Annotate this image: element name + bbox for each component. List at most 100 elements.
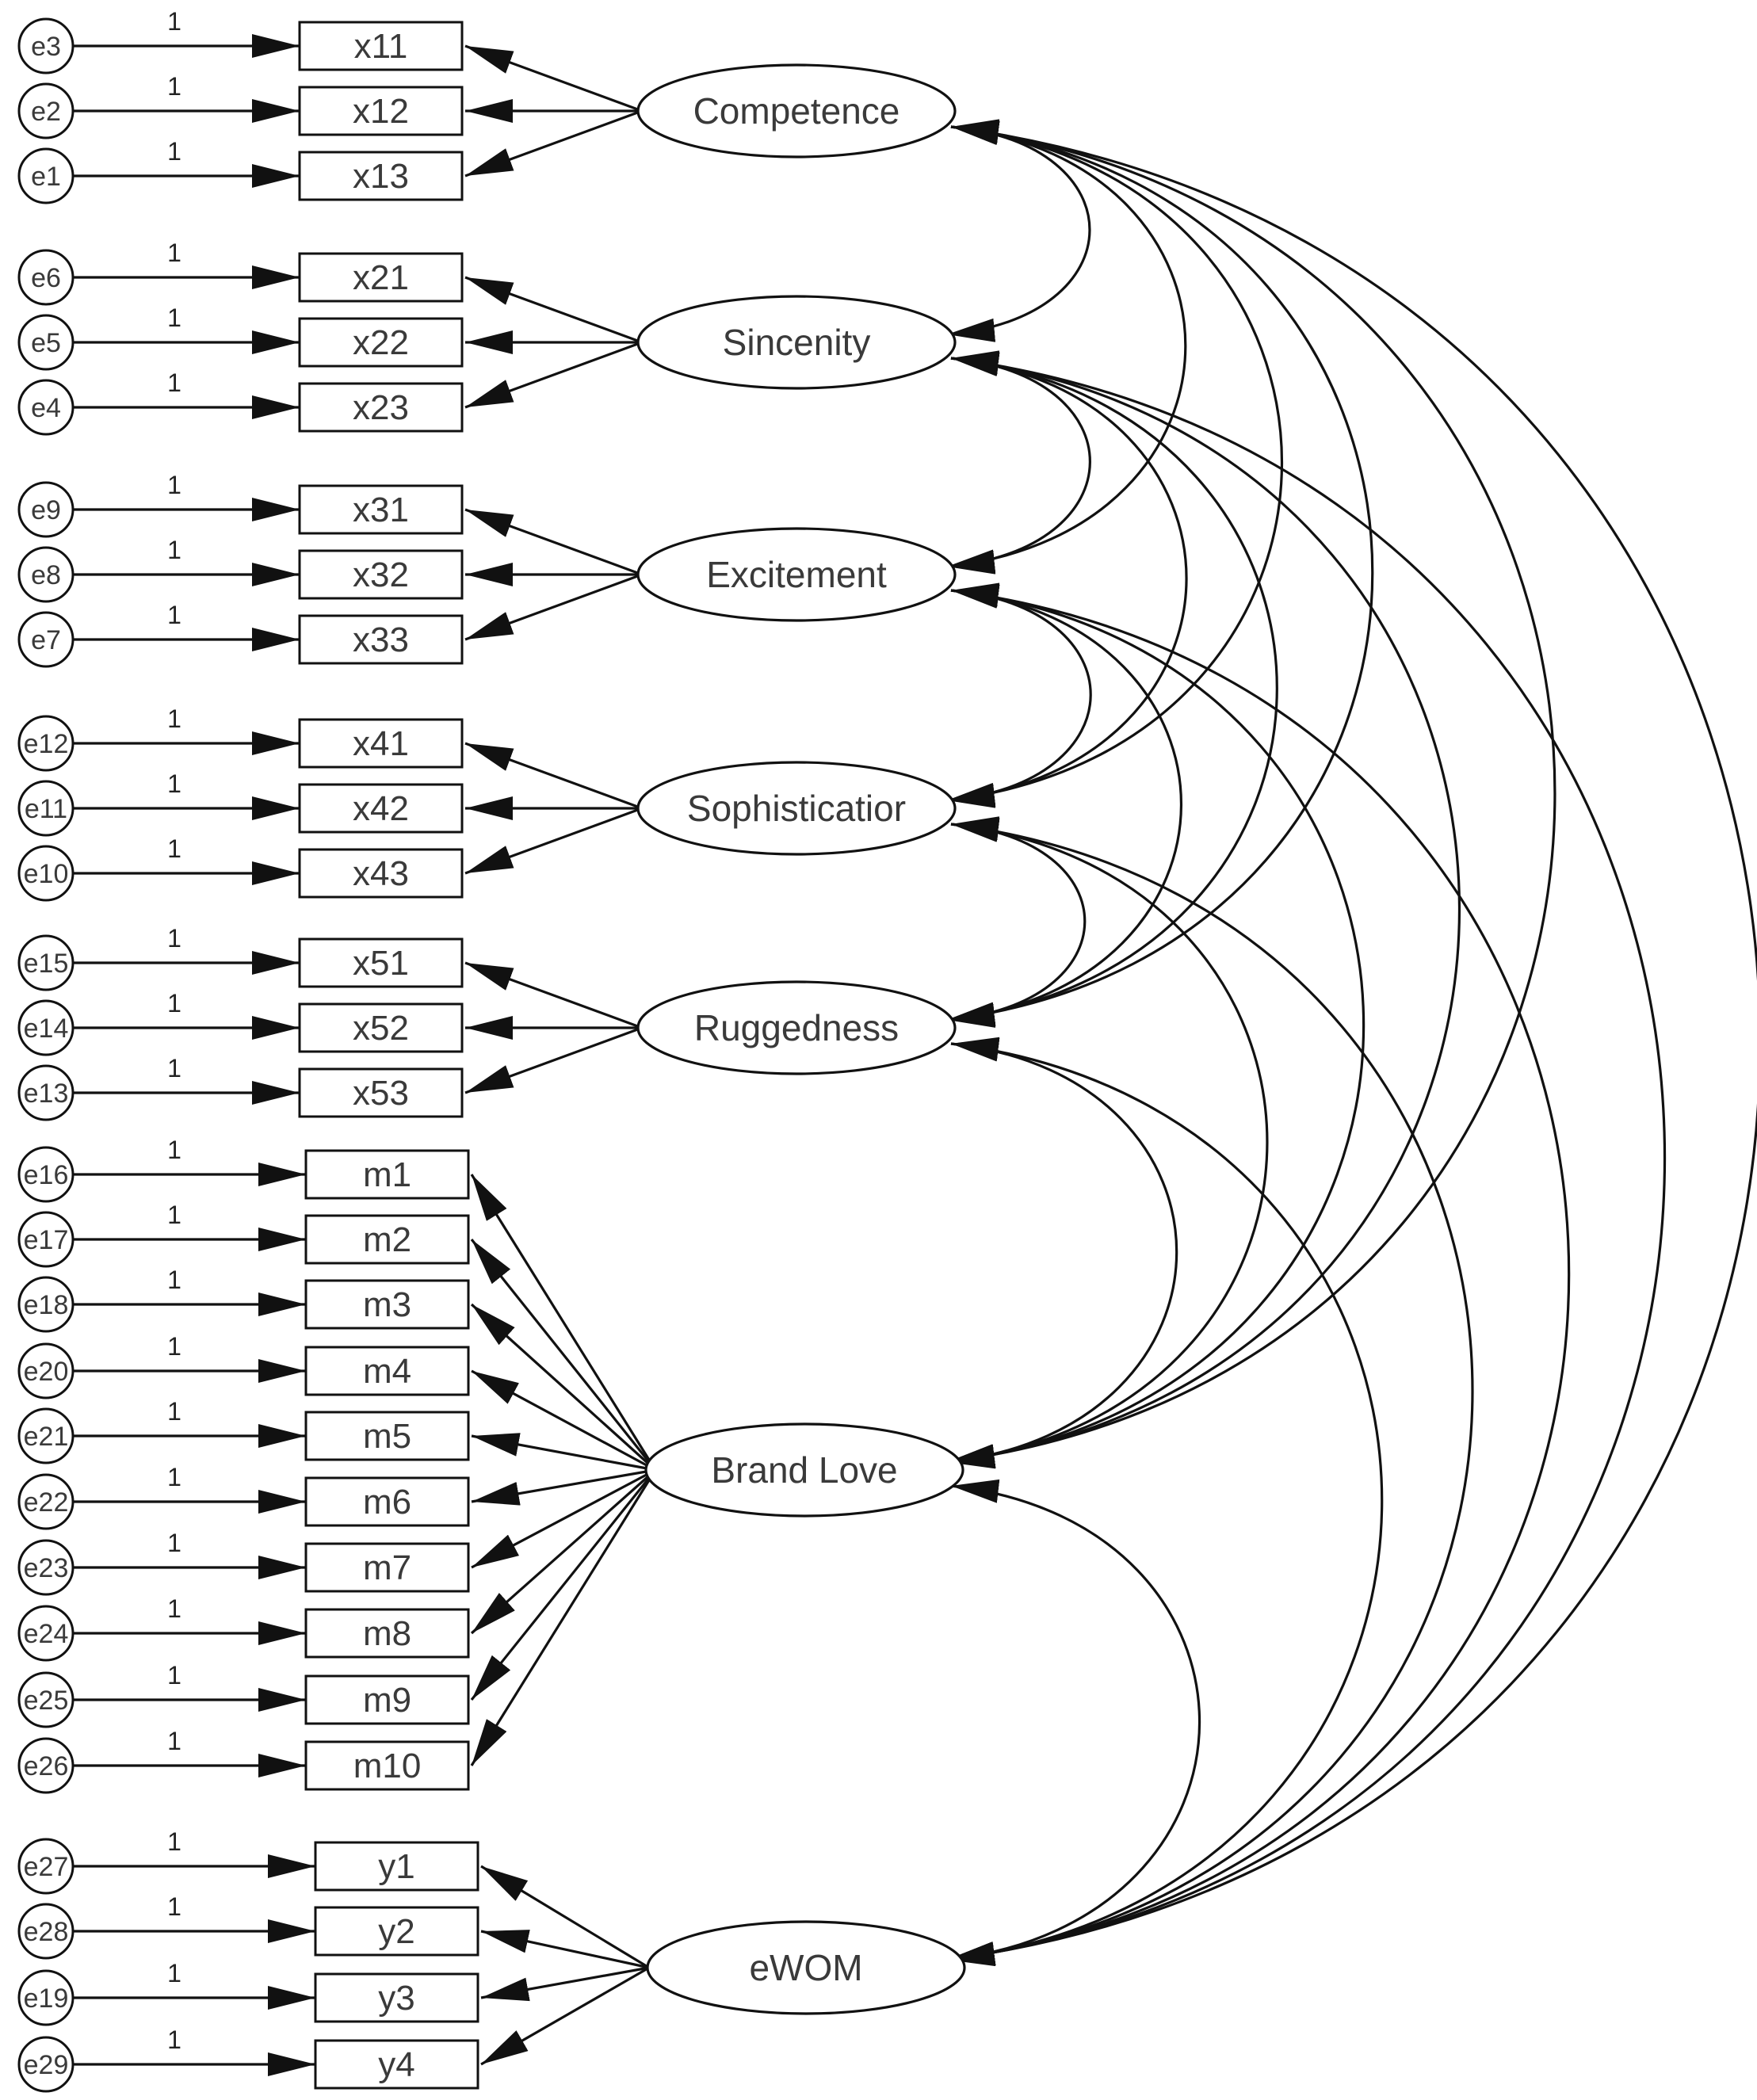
error-weight-label: 1: [167, 1594, 181, 1623]
indicator-box-x11: [298, 21, 464, 71]
error-weight-label: 1: [167, 1727, 181, 1755]
indicator-box-y2: [314, 1906, 479, 1957]
loading-arrow-y3: [480, 1966, 650, 2002]
loading-arrow-m3: [470, 1303, 657, 1472]
latent-ellipse-brand-love: [644, 1422, 964, 1518]
indicator-boxes: x11x12x13x21x22x23x31x32x33x41x42x43x51x…: [298, 21, 479, 2090]
error-weight-label: 1: [167, 72, 181, 101]
indicator-label-y1: y1: [378, 1847, 414, 1886]
error-weight-label: 1: [167, 1661, 181, 1690]
indicator-box-x42: [298, 783, 464, 834]
error-weight-label: 1: [167, 1054, 181, 1082]
covariance-arc-competence-ruggedness: [946, 120, 1374, 1026]
covariance-arc-competence-excitement: [946, 120, 1187, 574]
loading-arrow-x21: [464, 276, 643, 344]
indicator-box-x53: [298, 1067, 464, 1118]
error-label-e27: e27: [24, 1852, 69, 1882]
indicator-box-x33: [298, 614, 464, 665]
indicator-label-m1: m1: [363, 1155, 411, 1194]
covariance-arc-sophistication-ruggedness: [946, 816, 1087, 1028]
latent-label-excitement: Excitement: [706, 554, 887, 595]
loading-arrow-x13: [464, 109, 643, 178]
error-weight-label: 1: [167, 2026, 181, 2054]
factor-loading-arrows: [464, 44, 657, 2066]
error-label-e8: e8: [31, 560, 61, 590]
loading-arrow-y2: [480, 1930, 650, 1969]
error-weight-label: 1: [167, 137, 181, 166]
error-label-e23: e23: [24, 1553, 69, 1583]
indicator-box-y1: [314, 1841, 479, 1892]
loading-arrow-x31: [464, 508, 643, 576]
error-label-e22: e22: [24, 1487, 69, 1518]
indicator-box-x41: [298, 718, 464, 769]
error-label-e13: e13: [24, 1079, 69, 1109]
error-label-e14: e14: [24, 1014, 69, 1044]
indicator-label-x42: x42: [353, 789, 409, 828]
latent-label-competence: Competence: [693, 90, 900, 132]
covariance-arc-excitement-ewom: [946, 585, 1571, 1965]
latent-ellipses: CompetenceSincenityExcitementSophisticat…: [636, 63, 966, 2015]
indicator-box-x12: [298, 86, 464, 136]
covariance-arc-excitement-brand-love: [946, 584, 1365, 1468]
indicator-label-y4: y4: [378, 2045, 414, 2084]
error-label-e17: e17: [24, 1225, 69, 1255]
indicator-label-x43: x43: [353, 854, 409, 893]
error-weight-label: 1: [167, 1892, 181, 1921]
indicator-box-m4: [304, 1346, 470, 1396]
covariance-arc-sophistication-ewom: [946, 818, 1474, 1966]
indicator-label-x41: x41: [353, 724, 409, 763]
indicator-label-y3: y3: [378, 1979, 414, 2018]
indicator-label-x22: x22: [353, 323, 409, 362]
error-weight-label: 1: [167, 769, 181, 798]
error-weight-label: 1: [167, 536, 181, 564]
error-weight-label: 1: [167, 704, 181, 733]
indicator-label-m7: m7: [363, 1548, 411, 1587]
covariance-arc-sophistication-brand-love: [946, 818, 1269, 1468]
indicator-label-x31: x31: [353, 491, 409, 529]
loading-arrow-x51: [464, 961, 643, 1029]
error-label-e9: e9: [31, 495, 61, 525]
error-weight-label: 1: [167, 239, 181, 267]
covariance-arc-competence-sophistication: [946, 120, 1283, 807]
loading-arrow-m9: [470, 1469, 657, 1701]
error-terms: e31e21e11e61e51e41e91e81e71e121e111e101e…: [17, 7, 315, 2093]
indicator-label-x51: x51: [353, 944, 409, 983]
indicator-box-m7: [304, 1542, 470, 1593]
covariance-arc-ruggedness-brand-love: [946, 1037, 1178, 1469]
indicator-label-m8: m8: [363, 1614, 411, 1653]
latent-ellipse-sincerity: [636, 295, 957, 390]
error-label-e5: e5: [31, 328, 61, 358]
covariance-arc-excitement-sophistication: [946, 582, 1092, 808]
covariance-arc-competence-brand-love: [946, 121, 1556, 1468]
covariance-arc-sincerity-brand-love: [946, 352, 1461, 1468]
error-label-e28: e28: [24, 1917, 69, 1947]
latent-label-brand-love: Brand Love: [711, 1449, 897, 1491]
indicator-label-x32: x32: [353, 556, 409, 594]
indicator-label-m4: m4: [363, 1352, 411, 1391]
covariance-arc-excitement-ruggedness: [946, 583, 1183, 1027]
indicator-box-m3: [304, 1279, 470, 1330]
covariance-arc-sincerity-ewom: [946, 353, 1666, 1965]
error-label-e1: e1: [31, 162, 61, 192]
loading-arrow-x43: [464, 807, 643, 875]
loading-arrow-y1: [480, 1865, 650, 1969]
indicator-box-y3: [314, 1972, 479, 2023]
error-weight-label: 1: [167, 1463, 181, 1491]
error-label-e12: e12: [24, 729, 69, 759]
latent-ellipse-ewom: [646, 1920, 966, 2015]
error-weight-label: 1: [167, 304, 181, 332]
error-label-e6: e6: [31, 263, 61, 293]
latent-ellipse-sophistication: [636, 761, 957, 856]
error-label-e2: e2: [31, 97, 61, 127]
error-weight-label: 1: [167, 601, 181, 629]
indicator-label-x33: x33: [353, 620, 409, 659]
loading-arrow-x33: [464, 573, 643, 641]
loading-arrow-m10: [470, 1469, 657, 1766]
error-weight-label: 1: [167, 1827, 181, 1856]
indicator-label-x13: x13: [353, 157, 409, 196]
indicator-label-m5: m5: [363, 1417, 411, 1456]
error-weight-label: 1: [167, 471, 181, 499]
indicator-label-m9: m9: [363, 1681, 411, 1720]
covariance-arc-ruggedness-ewom: [946, 1037, 1384, 1966]
